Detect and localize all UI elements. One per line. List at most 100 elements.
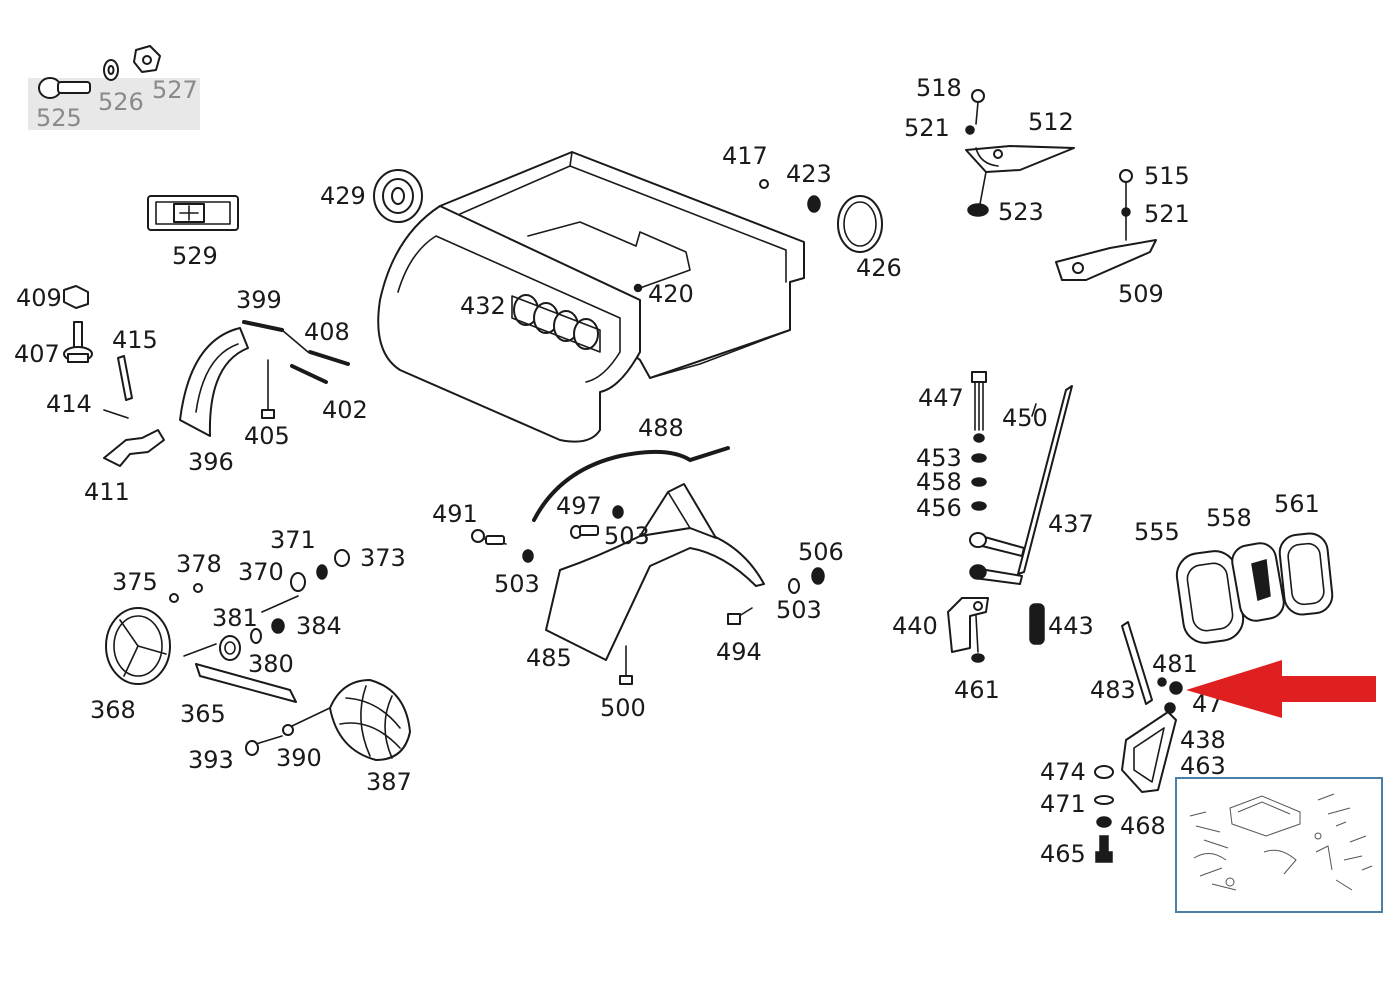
mirror-arm-assembly: 481 483 47 438 463 474 471 468 465 (1040, 621, 1226, 868)
callout-375: 375 (112, 568, 158, 596)
red-arrow-pointer-icon (1186, 660, 1376, 718)
callout-407: 407 (14, 340, 60, 368)
mirror-558-icon (1231, 542, 1285, 622)
bolt-494-icon (727, 607, 753, 625)
strap-415-icon (117, 355, 133, 401)
rod-399-icon (242, 320, 284, 332)
callout-381: 381 (212, 604, 258, 632)
bolt-500-icon (619, 645, 633, 685)
bolt-393-icon (245, 735, 283, 756)
callout-426: 426 (856, 254, 902, 282)
callout-485: 485 (526, 644, 572, 672)
screw-515-icon (1119, 169, 1133, 183)
callout-526: 526 (98, 88, 144, 116)
spring-443-icon (1029, 603, 1045, 645)
washer-526-icon (103, 59, 119, 81)
washer-456-icon (971, 501, 987, 511)
callout-399: 399 (236, 286, 282, 314)
callout-561: 561 (1274, 490, 1320, 518)
bolt-465-icon (1095, 835, 1113, 863)
callout-384: 384 (296, 612, 342, 640)
screw-518-icon (971, 89, 985, 103)
callout-393: 393 (188, 746, 234, 774)
nut-384-icon (271, 618, 285, 634)
callout-380: 380 (248, 650, 294, 678)
washer-503c-icon (788, 578, 800, 594)
wheel-assembly-left: 371 378 370 373 375 381 384 380 368 365 … (90, 526, 412, 796)
washer-370-icon (290, 572, 306, 592)
callout-373: 373 (360, 544, 406, 572)
callout-402: 402 (322, 396, 368, 424)
washer-521b-icon (1121, 207, 1131, 217)
callout-456: 456 (916, 494, 962, 522)
washer-423-icon (807, 195, 821, 213)
mount-assembly-left: 409 407 415 414 411 (14, 284, 165, 506)
callout-521b: 521 (1144, 200, 1190, 228)
callout-378: 378 (176, 550, 222, 578)
bolt-405-icon (261, 359, 275, 419)
rod-402-icon (290, 364, 328, 384)
washer-461-icon (971, 653, 985, 663)
opening-row-icon (511, 294, 601, 353)
nut-527-icon (133, 45, 161, 73)
callout-423: 423 (786, 160, 832, 188)
bolt-447-icon (971, 371, 987, 431)
callout-481: 481 (1152, 650, 1198, 678)
washer-521-icon (965, 125, 975, 135)
callout-515: 515 (1144, 162, 1190, 190)
washer-453-icon (971, 453, 987, 463)
callout-458: 458 (916, 468, 962, 496)
linkage-assembly-right: 447 450 453 458 456 437 440 443 461 (892, 371, 1094, 704)
callout-500: 500 (600, 694, 646, 722)
bolt-491-icon (471, 529, 507, 545)
callout-371: 371 (270, 526, 316, 554)
pad-523-icon (967, 203, 989, 217)
callout-405: 405 (244, 422, 290, 450)
bolt-497-icon (570, 525, 599, 539)
callout-471: 471 (1040, 790, 1086, 818)
callout-518: 518 (916, 74, 962, 102)
callout-494: 494 (716, 638, 762, 666)
nut-373-icon (334, 549, 350, 567)
callout-437: 437 (1048, 510, 1094, 538)
washer-471-icon (1094, 795, 1114, 805)
callout-483: 483 (1090, 676, 1136, 704)
mirror-555-icon (1175, 550, 1245, 644)
hubcap-368-icon (105, 607, 171, 685)
washer-458-icon (971, 477, 987, 487)
callout-411: 411 (84, 478, 130, 506)
cable-488-icon (532, 446, 730, 522)
bracket-group-509: 515 521 509 (1055, 162, 1190, 308)
gear-380-icon (219, 635, 241, 661)
gasket-426-icon (837, 195, 883, 253)
lever-437-icon (969, 385, 1073, 585)
callout-527: 527 (152, 76, 198, 104)
callout-488: 488 (638, 414, 684, 442)
callout-558: 558 (1206, 504, 1252, 532)
callout-529: 529 (172, 242, 218, 270)
callout-465: 465 (1040, 840, 1086, 868)
callout-432: 432 (460, 292, 506, 320)
screw-414-icon (103, 409, 129, 419)
strip-365-icon (195, 663, 297, 703)
callout-414: 414 (46, 390, 92, 418)
mudguard-396-group: 399 408 402 405 396 (179, 286, 368, 476)
mirror-561-icon (1278, 532, 1334, 616)
callout-450: 450 (1002, 404, 1048, 432)
rod-483-icon (1121, 621, 1153, 705)
callout-368: 368 (90, 696, 136, 724)
thumbnail-preview-icon (1189, 793, 1373, 891)
washer-468-icon (1096, 816, 1112, 828)
callout-474: 474 (1040, 758, 1086, 786)
bolt-407-icon (63, 321, 93, 363)
callout-461: 461 (954, 676, 1000, 704)
nut-409-icon (63, 285, 89, 309)
callout-438: 438 (1180, 726, 1226, 754)
nut-506-icon (811, 567, 825, 585)
thumbnail-overview[interactable] (1175, 777, 1383, 913)
callout-521a: 521 (904, 114, 950, 142)
callout-506: 506 (798, 538, 844, 566)
bracket-509-icon (1055, 239, 1157, 281)
callout-429: 429 (320, 182, 366, 210)
washer-503a-icon (522, 549, 534, 563)
